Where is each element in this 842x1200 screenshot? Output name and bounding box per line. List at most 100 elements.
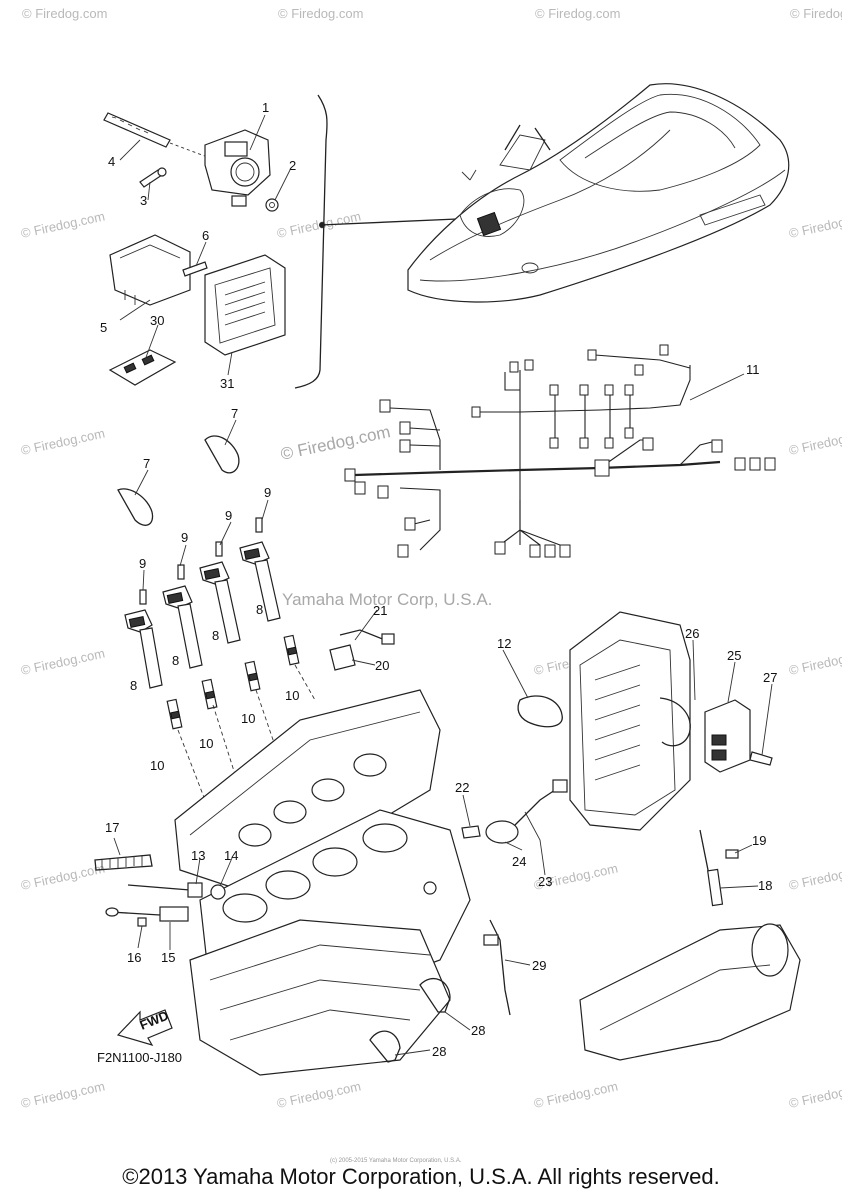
handlebars <box>504 124 551 151</box>
connector <box>624 427 634 439</box>
connector <box>379 399 391 413</box>
electrical-box <box>569 611 773 831</box>
spring-coil-lines <box>101 856 143 869</box>
connector <box>604 384 614 396</box>
harness-upper-branch <box>480 365 691 413</box>
cylinder-bore <box>362 823 408 853</box>
sender-bolt <box>137 917 147 927</box>
security-key <box>108 349 177 386</box>
watermark-text: © Firedog.com <box>20 425 107 457</box>
sensor-port <box>423 881 437 895</box>
sensor-bolt <box>725 849 739 859</box>
diagram-code: F2N1100-J180 <box>97 1050 182 1065</box>
cable-tie <box>204 435 240 474</box>
watermark-text: © Firedog.com <box>790 6 842 21</box>
harness-lower-drops <box>499 500 561 546</box>
watermark-text: © Firedog.com <box>276 1078 363 1110</box>
electrical-box-housing <box>569 611 691 831</box>
connector <box>587 349 597 361</box>
knock-sensor <box>485 820 519 844</box>
harness-small <box>504 372 520 391</box>
connector <box>354 481 366 495</box>
callout-18: 18 <box>758 878 772 893</box>
callout-15: 15 <box>161 950 175 965</box>
plug-hole <box>273 800 307 824</box>
plug-hole <box>311 778 345 802</box>
watermark-text: © Firedog.com <box>20 645 107 677</box>
watermark-text: © Firedog.com <box>788 860 842 892</box>
callout-8c: 8 <box>172 653 179 668</box>
callout-2: 2 <box>289 158 296 173</box>
connector <box>399 421 411 435</box>
callout-26: 26 <box>685 626 699 641</box>
side-vent <box>699 194 766 226</box>
mirror <box>461 169 477 181</box>
harness-main-trunk <box>354 460 721 477</box>
callout-4: 4 <box>108 154 115 169</box>
ecu-bracket <box>109 234 191 306</box>
ignition-coils <box>117 435 316 801</box>
callout-9d: 9 <box>139 556 146 571</box>
rectifier-terminal <box>711 734 727 746</box>
watermark-company: Yamaha Motor Corp, U.S.A. <box>282 590 492 609</box>
watermark-text-center: © Firedog.com <box>279 422 392 464</box>
hull-emblem <box>521 262 539 274</box>
connector <box>624 384 634 396</box>
inset-leader-dot <box>319 222 325 228</box>
connector <box>344 468 356 482</box>
hose-clamp <box>517 695 563 728</box>
callout-28a: 28 <box>471 1023 485 1038</box>
watercraft-illustration <box>407 83 790 303</box>
callout-17: 17 <box>105 820 119 835</box>
connector <box>377 485 389 499</box>
box-ribs <box>594 664 641 781</box>
exhaust-line <box>599 964 771 1031</box>
small-parts <box>94 629 568 1063</box>
throttle-sensor <box>224 141 248 157</box>
wiring-harness <box>344 344 776 558</box>
callout-3: 3 <box>140 193 147 208</box>
callout-10d: 10 <box>150 758 164 773</box>
ignition-coil <box>239 541 281 622</box>
callout-10b: 10 <box>241 711 255 726</box>
throttle-bore <box>230 157 260 187</box>
coil-spring <box>94 854 153 871</box>
crankcase-ribs <box>209 944 431 1041</box>
connector <box>634 364 644 376</box>
ignition-coil <box>199 561 241 644</box>
nut-hole <box>269 202 275 208</box>
oil-sensor-wire <box>127 884 191 891</box>
ecu-face <box>214 267 276 344</box>
cable-tie <box>369 1030 401 1063</box>
coil-bolt <box>177 564 185 580</box>
throttle-ecu-inset <box>103 94 481 389</box>
callout-24: 24 <box>512 854 526 869</box>
harness-drops <box>554 395 631 440</box>
exhaust-manifold <box>579 829 801 1061</box>
watermark-text: © Firedog.com <box>788 208 842 240</box>
forward-arrow: FWD <box>116 1008 173 1046</box>
callout-23: 23 <box>538 874 552 889</box>
plug-hole <box>353 753 387 777</box>
box-face <box>579 639 676 816</box>
spring-coils <box>111 116 149 134</box>
cylinder-bore <box>222 893 268 923</box>
callout-9b: 9 <box>225 508 232 523</box>
watermark-text: © Firedog.com <box>276 208 363 240</box>
callout-11: 11 <box>746 362 760 377</box>
rectifier-bolt <box>749 751 773 766</box>
callout-16: 16 <box>127 950 141 965</box>
sensor-washer <box>210 884 226 900</box>
connector <box>529 544 541 558</box>
spark-plug <box>244 660 261 692</box>
knock-sensor-bolt <box>461 825 481 839</box>
ignition-coil <box>124 609 163 689</box>
connector <box>659 344 669 356</box>
handlebar-pod <box>499 134 546 171</box>
sensor-connector <box>381 633 395 645</box>
callout-1: 1 <box>262 100 269 115</box>
knock-sensor-lead <box>514 789 556 826</box>
connector <box>549 384 559 396</box>
harness-connectors <box>344 344 776 558</box>
